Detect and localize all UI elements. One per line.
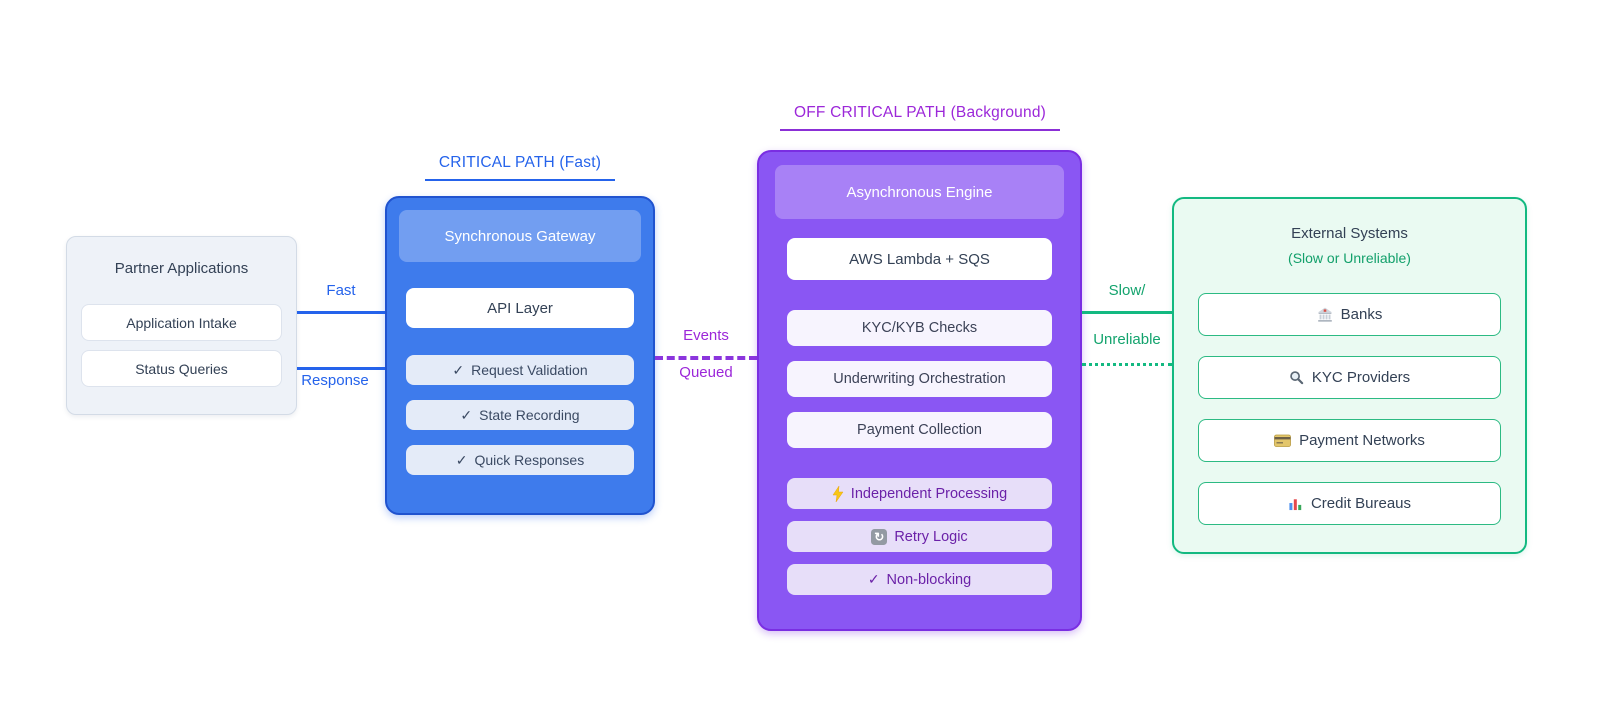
aws-lambda-sqs-node: AWS Lambda + SQS bbox=[787, 238, 1052, 280]
status-queries-label: Status Queries bbox=[135, 360, 228, 377]
unreliable-dotted-line bbox=[1082, 363, 1172, 366]
fast-connector-line bbox=[297, 311, 385, 314]
asynchronous-engine-box: Asynchronous Engine AWS Lambda + SQS KYC… bbox=[757, 150, 1082, 631]
aws-lambda-sqs-label: AWS Lambda + SQS bbox=[849, 250, 990, 268]
magnifier-icon bbox=[1290, 371, 1304, 385]
off-critical-path-label: OFF CRITICAL PATH (Background) bbox=[745, 104, 1095, 131]
synchronous-gateway-header: Synchronous Gateway bbox=[399, 210, 641, 262]
external-systems-subtitle: (Slow or Unreliable) bbox=[1288, 250, 1411, 266]
queued-connector-label: Queued bbox=[679, 364, 733, 381]
status-queries-node: Status Queries bbox=[81, 350, 282, 387]
check-icon: ✓ bbox=[460, 406, 473, 423]
request-validation-label: Request Validation bbox=[471, 362, 588, 378]
off-critical-path-label-text: OFF CRITICAL PATH (Background) bbox=[779, 104, 1061, 131]
external-systems-box: External Systems (Slow or Unreliable) Ba… bbox=[1172, 197, 1527, 554]
partner-applications-title: Partner Applications bbox=[114, 260, 249, 277]
check-icon: ✓ bbox=[452, 361, 465, 378]
bar-chart-icon bbox=[1289, 499, 1302, 511]
events-queued-dashed-line bbox=[655, 356, 757, 360]
check-icon: ✓ bbox=[455, 451, 468, 468]
api-layer-label: API Layer bbox=[487, 299, 553, 317]
banks-label: Banks bbox=[1340, 306, 1383, 323]
kyc-kyb-checks-node: KYC/KYB Checks bbox=[787, 310, 1052, 346]
underwriting-orchestration-label: Underwriting Orchestration bbox=[833, 371, 1006, 387]
quick-responses-node: ✓ Quick Responses bbox=[406, 445, 634, 475]
underwriting-orchestration-node: Underwriting Orchestration bbox=[787, 361, 1052, 397]
events-connector-label: Events bbox=[683, 327, 729, 344]
kyc-providers-label: KYC Providers bbox=[1311, 369, 1411, 386]
api-layer-node: API Layer bbox=[406, 288, 634, 328]
kyc-providers-node: KYC Providers bbox=[1198, 356, 1501, 399]
retry-logic-node: ↻ Retry Logic bbox=[787, 521, 1052, 552]
credit-card-icon bbox=[1274, 434, 1291, 447]
unreliable-connector-label: Unreliable bbox=[1093, 331, 1161, 348]
external-systems-title: External Systems bbox=[1291, 225, 1408, 242]
response-connector-line bbox=[297, 367, 385, 370]
lightning-icon bbox=[832, 485, 844, 502]
application-intake-label: Application Intake bbox=[126, 314, 237, 331]
critical-path-label-text: CRITICAL PATH (Fast) bbox=[424, 154, 616, 181]
retry-icon: ↻ bbox=[871, 528, 888, 545]
fast-connector-label: Fast bbox=[326, 282, 356, 299]
kyc-kyb-checks-label: KYC/KYB Checks bbox=[861, 320, 978, 336]
payment-networks-node: Payment Networks bbox=[1198, 419, 1501, 462]
response-connector-label: Response bbox=[301, 372, 369, 389]
partner-applications-box: Partner Applications Application Intake … bbox=[66, 236, 297, 415]
quick-responses-label: Quick Responses bbox=[474, 452, 585, 468]
banks-node: Banks bbox=[1198, 293, 1501, 336]
engine-traits-group: Independent Processing ↻ Retry Logic ✓ N… bbox=[775, 478, 1064, 595]
payment-collection-node: Payment Collection bbox=[787, 412, 1052, 448]
synchronous-gateway-box: Synchronous Gateway API Layer ✓ Request … bbox=[385, 196, 655, 515]
critical-path-label: CRITICAL PATH (Fast) bbox=[385, 154, 655, 181]
retry-logic-label: Retry Logic bbox=[894, 528, 968, 545]
slow-connector-label: Slow/ bbox=[1108, 282, 1146, 299]
payment-collection-label: Payment Collection bbox=[857, 422, 982, 438]
credit-bureaus-label: Credit Bureaus bbox=[1310, 495, 1412, 512]
non-blocking-node: ✓ Non-blocking bbox=[787, 564, 1052, 595]
credit-bureaus-node: Credit Bureaus bbox=[1198, 482, 1501, 525]
non-blocking-label: Non-blocking bbox=[886, 571, 972, 588]
state-recording-node: ✓ State Recording bbox=[406, 400, 634, 430]
application-intake-node: Application Intake bbox=[81, 304, 282, 341]
independent-processing-node: Independent Processing bbox=[787, 478, 1052, 509]
independent-processing-label: Independent Processing bbox=[850, 485, 1008, 502]
asynchronous-engine-header: Asynchronous Engine bbox=[775, 165, 1064, 219]
slow-connector-line bbox=[1082, 311, 1172, 314]
bank-icon bbox=[1317, 307, 1332, 322]
payment-networks-label: Payment Networks bbox=[1299, 432, 1425, 449]
state-recording-label: State Recording bbox=[479, 407, 580, 423]
check-icon: ✓ bbox=[867, 571, 880, 587]
request-validation-node: ✓ Request Validation bbox=[406, 355, 634, 385]
